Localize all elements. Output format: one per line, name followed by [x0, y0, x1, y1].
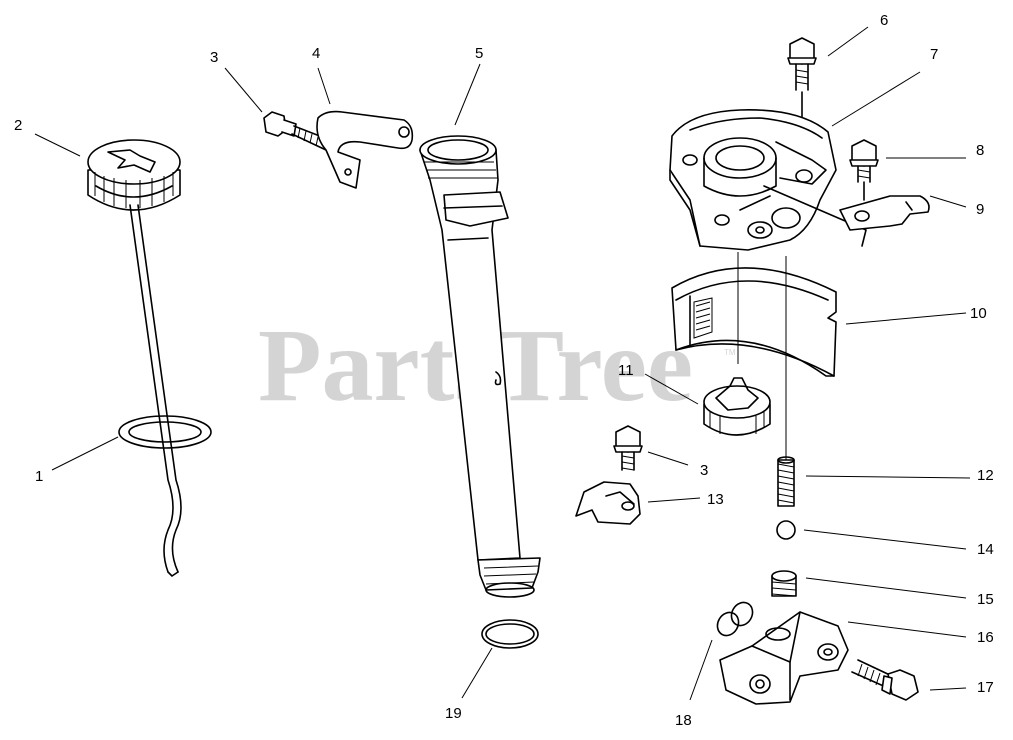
part-14-check-ball[interactable]	[776, 520, 796, 540]
part-6-bolt[interactable]	[787, 37, 817, 151]
part-5-oil-fill-tube[interactable]	[419, 135, 541, 598]
callout-14: 14	[977, 541, 994, 558]
callout-3-lower: 3	[700, 462, 708, 479]
part-1-o-ring[interactable]	[118, 415, 212, 449]
watermark-trademark: TM	[724, 348, 736, 357]
callout-10: 10	[970, 305, 987, 322]
callout-9: 9	[976, 201, 984, 218]
part-1-dipstick-rod[interactable]	[129, 204, 182, 577]
callout-17: 17	[977, 679, 994, 696]
callout-4: 4	[312, 45, 320, 62]
part-4-clamp-bracket[interactable]	[316, 110, 414, 189]
callout-6: 6	[880, 12, 888, 29]
part-16-mounting-block[interactable]	[719, 611, 849, 705]
part-19-o-ring[interactable]	[481, 619, 539, 649]
part-13-lock-plate[interactable]	[575, 481, 641, 525]
part-18-o-rings[interactable]	[713, 599, 756, 640]
callout-5: 5	[475, 45, 483, 62]
callout-7: 7	[930, 46, 938, 63]
part-17-bolt[interactable]	[851, 659, 919, 701]
part-7-pump-housing[interactable]	[669, 109, 867, 251]
callout-19: 19	[445, 705, 462, 722]
callout-3-upper: 3	[210, 49, 218, 66]
part-3-bolt-lower[interactable]	[613, 425, 643, 471]
part-2-dipstick-cap[interactable]	[87, 139, 181, 211]
callout-8: 8	[976, 142, 984, 159]
callout-13: 13	[707, 491, 724, 508]
callout-12: 12	[977, 467, 994, 484]
callout-1: 1	[35, 468, 43, 485]
part-10-filter-screen[interactable]	[671, 267, 837, 377]
callout-numbers: 2 1 3 4 5 6 7 8 9 10 11 3 12 13 14 15 16…	[14, 12, 994, 729]
leader-lines	[34, 26, 971, 701]
part-15-plug[interactable]	[771, 570, 797, 597]
callout-15: 15	[977, 591, 994, 608]
part-9-lock-tab[interactable]	[839, 195, 930, 231]
part-11-pump-rotor[interactable]	[703, 377, 771, 436]
part-12-spring[interactable]	[777, 456, 795, 507]
callout-2: 2	[14, 117, 22, 134]
callout-11: 11	[618, 362, 634, 379]
part-3-bolt-upper[interactable]	[263, 111, 331, 151]
callout-16: 16	[977, 629, 994, 646]
callout-18: 18	[675, 712, 692, 729]
part-8-bolt[interactable]	[849, 139, 879, 201]
